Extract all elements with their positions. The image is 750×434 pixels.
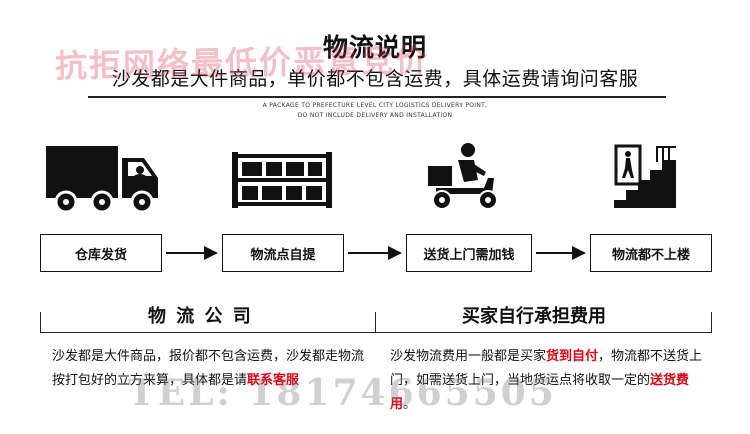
divider-tick-right xyxy=(711,312,712,333)
english-caption-line1: A PACKAGE TO PREFECTURE LEVEL CITY LOGIS… xyxy=(262,102,488,109)
header-divider xyxy=(88,96,666,98)
step-no-upstairs: 物流都不上楼 xyxy=(590,234,712,272)
section-divider xyxy=(40,332,712,333)
left-text-part1: 沙发都是大件商品，报价都不包含运费，沙发都走物流按打包好的立方来算，具体都是请 xyxy=(52,349,365,388)
arrow-right-icon xyxy=(166,246,218,260)
logistics-company-text: 沙发都是大件商品，报价都不包含运费，沙发都走物流按打包好的立方来算，具体都是请联… xyxy=(52,345,364,393)
english-caption-line2: DO NOT INCLUDE DELIVERY AND INSTALLATION xyxy=(297,112,453,119)
contact-service-highlight: 联系客服 xyxy=(247,373,300,388)
logistics-company-title: 物 流 公 司 xyxy=(148,306,253,327)
buyer-pays-text: 沙发物流费用一般都是买家货到自付，物流都不送货上门，如需送货上门，当地货运点将收… xyxy=(390,345,704,417)
divider-tick-left xyxy=(40,312,41,333)
page-subtitle: 沙发都是大件商品，单价都不包含运费，具体运费请询问客服 xyxy=(111,68,639,90)
cod-highlight: 货到自付 xyxy=(546,349,599,364)
step-warehouse-dispatch: 仓库发货 xyxy=(40,234,162,272)
arrow-right-icon xyxy=(348,246,402,260)
warehouse-shelf-icon xyxy=(232,152,332,208)
stairs-person-icon xyxy=(614,144,676,208)
buyer-pays-title: 买家自行承担费用 xyxy=(462,306,606,327)
right-text-part1: 沙发物流费用一般都是买家 xyxy=(390,349,547,364)
delivery-scooter-icon xyxy=(428,143,498,210)
truck-icon xyxy=(46,146,158,214)
divider-tick-middle xyxy=(375,312,376,333)
arrow-right-icon xyxy=(536,246,586,260)
right-text-part2: ，物流都不送货上门，如需送货上门，当地货运点将收取一定的 xyxy=(390,349,703,388)
page-title: 物流说明 xyxy=(322,33,427,62)
right-text-part3: 。 xyxy=(403,397,417,412)
delivery-fee-highlight: 送货费用 xyxy=(390,373,690,412)
step-door-delivery-extra: 送货上门需加钱 xyxy=(406,234,532,272)
step-logistics-pickup: 物流点自提 xyxy=(222,234,344,272)
